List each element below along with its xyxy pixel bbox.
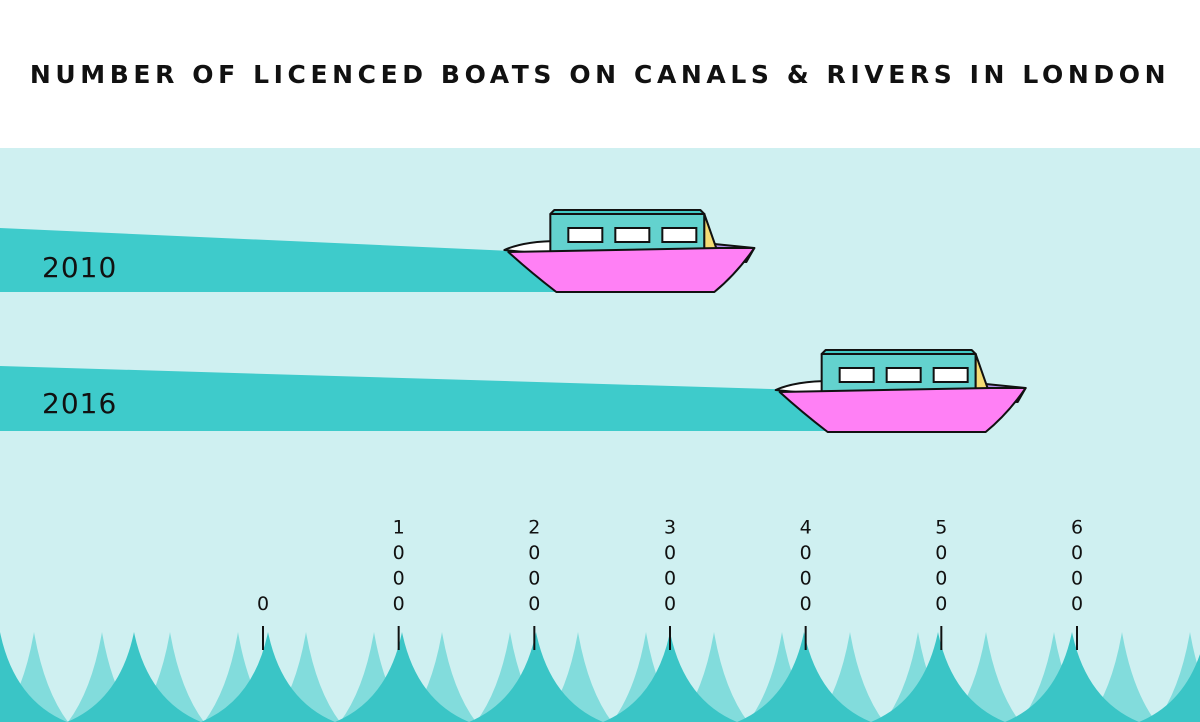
boat-roof xyxy=(820,349,977,355)
boat-window xyxy=(932,367,969,383)
boat-2010 xyxy=(503,209,756,293)
bar-group-2016: 2016 xyxy=(0,349,1027,433)
bar-2016 xyxy=(0,366,846,431)
bar-group-2010: 2010 xyxy=(0,209,756,293)
title-band xyxy=(0,0,1200,148)
boat-2016 xyxy=(774,349,1027,433)
tick-label-0: 0 xyxy=(257,593,269,615)
category-label-2016: 2016 xyxy=(42,387,117,420)
boat-window xyxy=(838,367,875,383)
boat-window xyxy=(885,367,922,383)
category-label-2010: 2010 xyxy=(42,251,117,284)
boat-roof xyxy=(549,209,706,215)
boat-hull xyxy=(507,247,756,293)
boat-window xyxy=(614,227,651,243)
waves xyxy=(0,632,1200,722)
wave-front xyxy=(0,632,1200,722)
bar-2010 xyxy=(0,228,575,292)
boat-window xyxy=(567,227,604,243)
boat-hull xyxy=(778,387,1027,433)
boat-window xyxy=(661,227,698,243)
chart-title: NUMBER OF LICENCED BOATS ON CANALS & RIV… xyxy=(29,60,1171,89)
